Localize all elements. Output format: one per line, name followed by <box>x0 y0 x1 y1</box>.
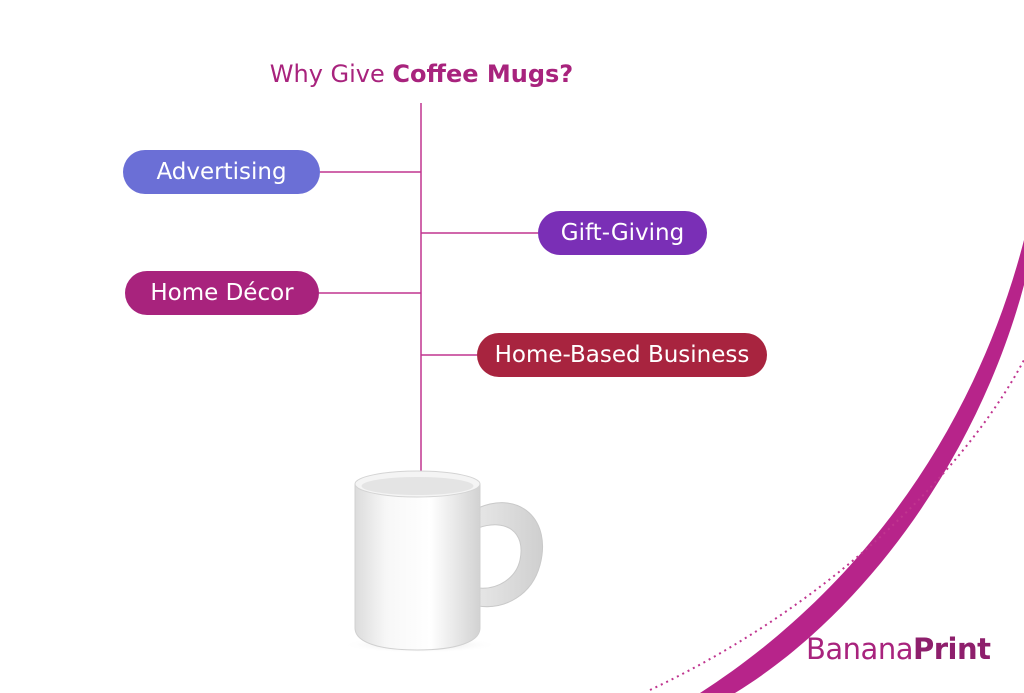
swoosh-solid <box>700 240 1024 693</box>
branch-advertising: Advertising <box>123 150 320 194</box>
diagram-title: Why Give Coffee Mugs? <box>0 60 843 88</box>
logo-print: Print <box>912 632 991 666</box>
title-emphasis: Coffee Mugs? <box>392 60 574 88</box>
branch-home-decor: Home Décor <box>125 271 319 315</box>
white-coffee-mug-icon <box>342 470 543 653</box>
logo-banana: Banana <box>806 632 913 666</box>
branch-gift-giving: Gift-Giving <box>538 211 707 255</box>
bananaprint-logo: BananaPrint <box>806 632 991 666</box>
branch-home-based-business: Home-Based Business <box>477 333 767 377</box>
title-prefix: Why Give <box>269 60 393 88</box>
